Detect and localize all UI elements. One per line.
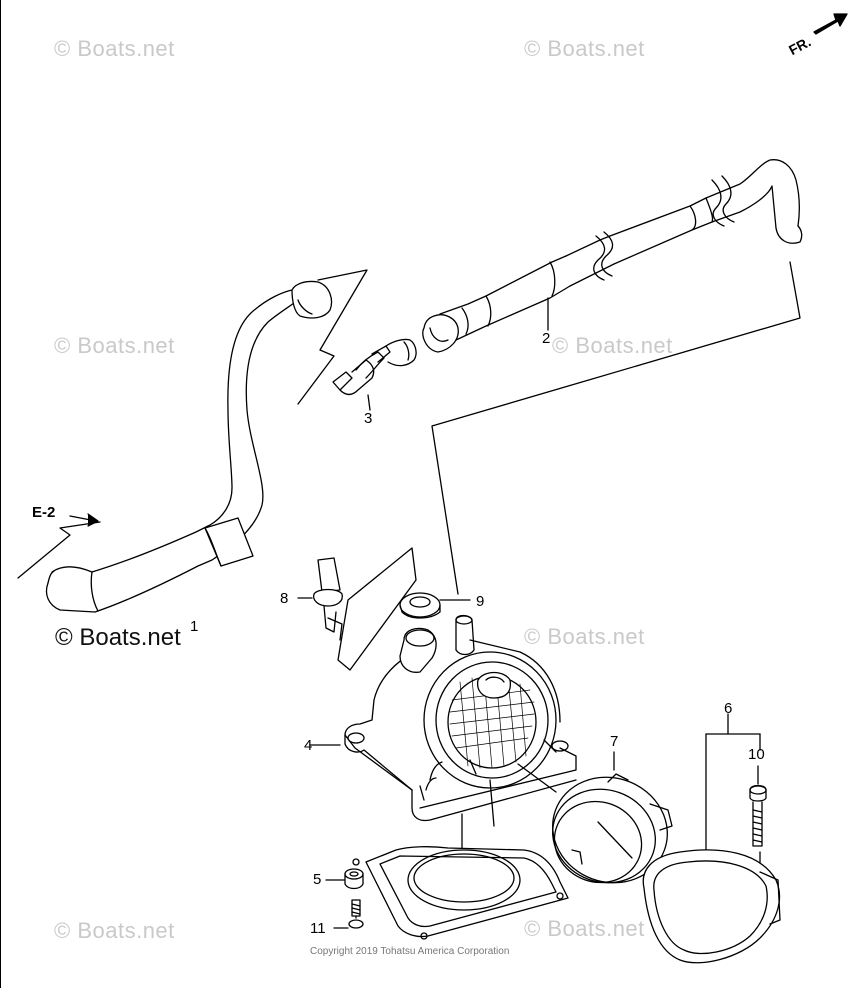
callout-11: 11 xyxy=(310,920,326,937)
callout-8: 8 xyxy=(280,590,289,607)
sensor-part-8 xyxy=(297,547,417,671)
callout-3: 3 xyxy=(364,410,373,427)
watermark: © Boats.net xyxy=(524,916,645,941)
callout-9: 9 xyxy=(476,593,485,610)
reference-label: E-2 xyxy=(32,504,56,521)
watermark: © Boats.net xyxy=(54,36,175,61)
copyright-notice: Copyright 2019 Tohatsu America Corporati… xyxy=(310,946,510,957)
callout-1: 1 xyxy=(190,618,199,635)
fitting-part-3 xyxy=(332,338,417,411)
callout-6: 6 xyxy=(724,700,733,717)
watermark-prominent: © Boats.net xyxy=(55,624,181,651)
spacer-part-5 xyxy=(325,868,364,890)
gasket xyxy=(352,846,569,940)
watermark: © Boats.net xyxy=(524,36,645,61)
hose-part-2 xyxy=(422,159,803,595)
callout-4: 4 xyxy=(304,737,313,754)
watermark: © Boats.net xyxy=(54,333,175,358)
callout-5: 5 xyxy=(313,871,322,888)
screw-part-11 xyxy=(333,899,364,929)
watermark: © Boats.net xyxy=(552,333,673,358)
hose-part-1 xyxy=(17,269,368,613)
bolt-part-10 xyxy=(749,765,767,847)
left-border xyxy=(0,0,1,988)
clamp-part-7 xyxy=(552,751,673,884)
callout-2: 2 xyxy=(542,330,551,347)
throttle-body-part-4 xyxy=(309,614,577,891)
callout-7: 7 xyxy=(610,733,619,750)
grommet-part-9 xyxy=(399,592,471,619)
band-part-6 xyxy=(642,713,781,964)
watermark: © Boats.net xyxy=(54,918,175,943)
watermark: © Boats.net xyxy=(524,624,645,649)
callout-10: 10 xyxy=(748,746,765,763)
front-arrow-icon xyxy=(813,13,848,35)
